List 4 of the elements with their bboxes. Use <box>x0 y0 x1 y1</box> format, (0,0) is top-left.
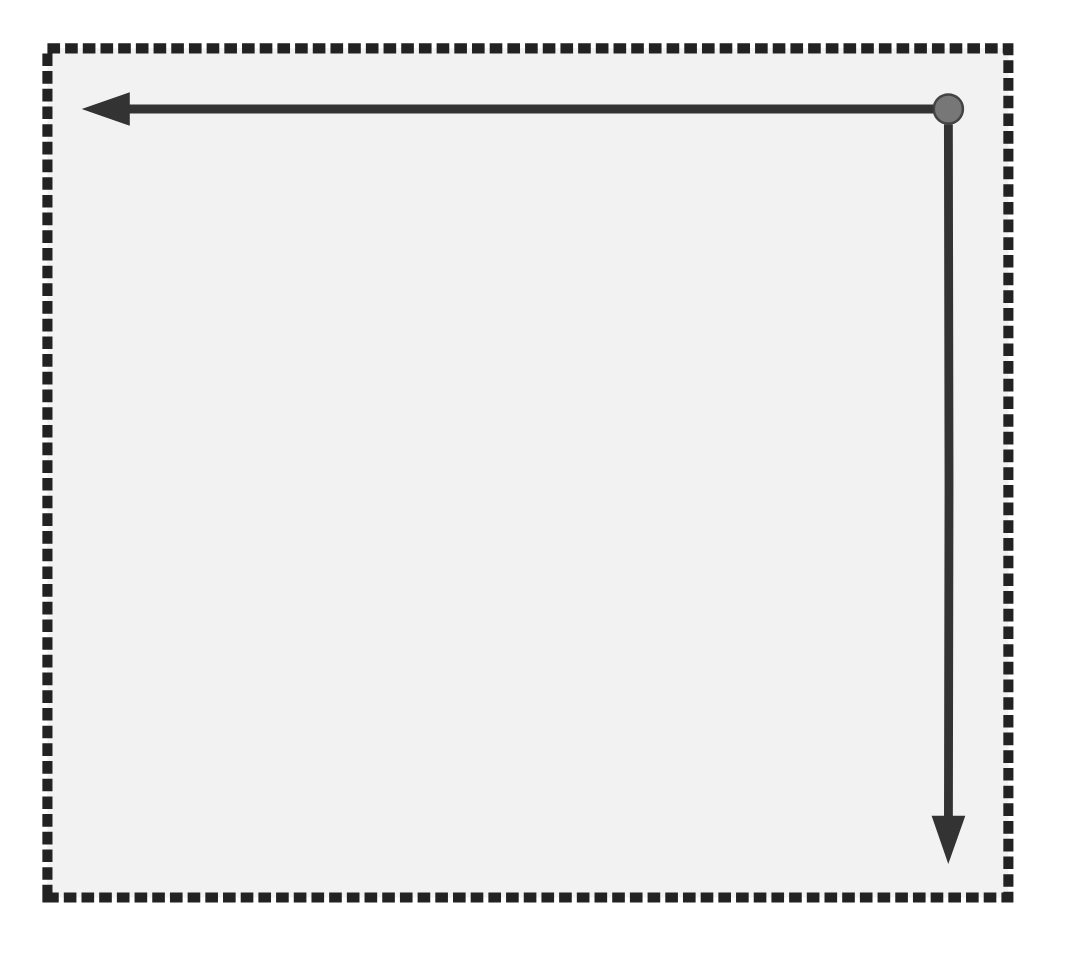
node-circle <box>932 92 965 124</box>
arrow <box>81 91 934 125</box>
arrow <box>931 123 966 863</box>
cluster <box>42 42 1014 902</box>
